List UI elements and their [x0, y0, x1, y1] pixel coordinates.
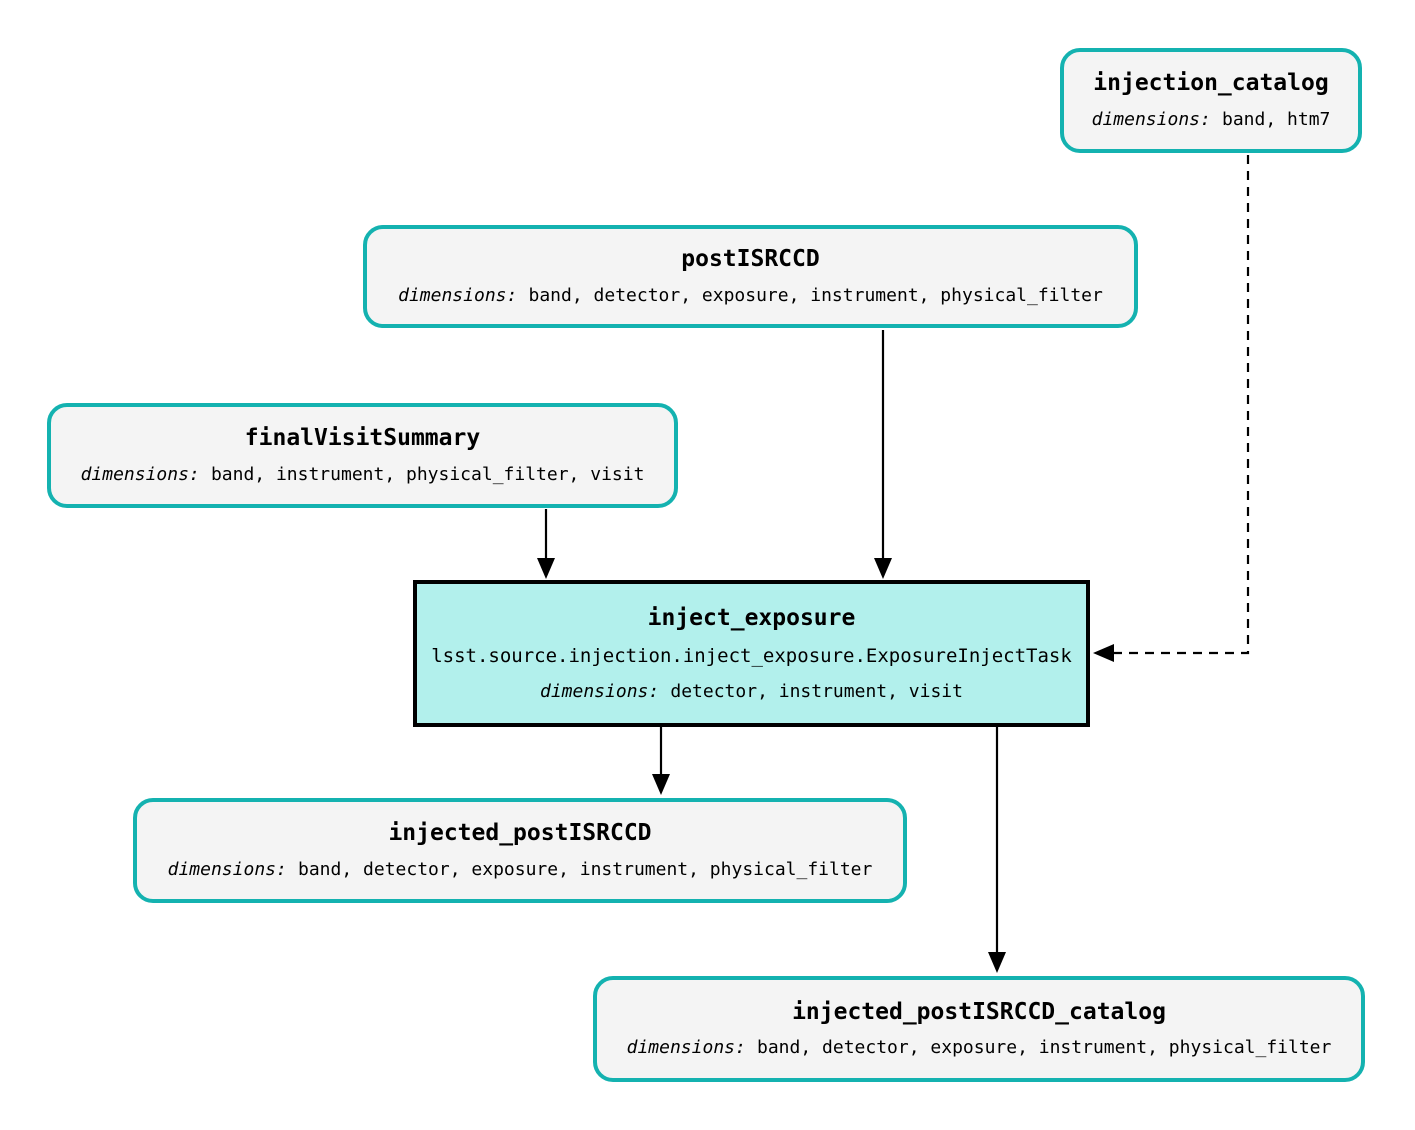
edge-inject-exposure-to-injected-postisrccd-catalog [988, 727, 1006, 973]
node-inject-exposure-task: inject_exposure lsst.source.injection.in… [413, 580, 1090, 727]
node-dimensions: dimensions: band, detector, exposure, ins… [398, 284, 1103, 306]
edge-postisrccd-to-inject-exposure [874, 330, 892, 579]
dimensions-label: dimensions: [80, 463, 200, 485]
node-title: injection_catalog [1093, 70, 1329, 97]
edge-finalvisitsummary-to-inject-exposure [537, 509, 555, 579]
dimensions-label: dimensions: [398, 284, 518, 306]
edge-inject-exposure-to-injected-postisrccd [652, 727, 670, 795]
dimensions-label: dimensions: [540, 680, 660, 702]
node-dimensions: dimensions: band, instrument, physical_fi… [80, 463, 645, 485]
node-title: injected_postISRCCD [388, 820, 652, 847]
node-postisrccd: postISRCCD dimensions: band, detector, ex… [363, 225, 1138, 328]
dimensions-label: dimensions: [626, 1037, 746, 1059]
node-dimensions: dimensions: band, detector, exposure, ins… [627, 1038, 1332, 1058]
node-injected-postisrccd-catalog: injected_postISRCCD_catalog dimensions: b… [593, 976, 1365, 1082]
dimensions-label: dimensions: [1091, 108, 1211, 130]
dimensions-value: band, detector, exposure, instrument, ph… [528, 284, 1103, 306]
node-finalvisitsummary: finalVisitSummary dimensions: band, instr… [47, 403, 678, 508]
node-injection-catalog: injection_catalog dimensions: band, htm7 [1060, 48, 1362, 153]
node-title: finalVisitSummary [244, 425, 481, 452]
dimensions-value: band, htm7 [1222, 108, 1331, 130]
edge-injection-catalog-to-inject-exposure [1093, 155, 1250, 662]
node-dimensions: dimensions: band, htm7 [1091, 108, 1331, 130]
node-injected-postisrccd: injected_postISRCCD dimensions: band, det… [133, 798, 907, 903]
dimensions-value: band, detector, exposure, instrument, ph… [757, 1037, 1332, 1059]
dimensions-label: dimensions: [167, 858, 287, 880]
node-title: injected_postISRCCD_catalog [792, 998, 1166, 1025]
dimensions-value: band, detector, exposure, instrument, ph… [298, 858, 873, 880]
node-title: postISRCCD [681, 246, 820, 273]
node-dimensions: dimensions: band, detector, exposure, ins… [167, 858, 873, 880]
task-class-path: lsst.source.injection.inject_exposure.Ex… [431, 644, 1072, 667]
node-dimensions: dimensions: detector, instrument, visit [540, 680, 963, 702]
node-title: inject_exposure [647, 604, 856, 631]
dimensions-value: band, instrument, physical_filter, visit [210, 463, 645, 485]
dimensions-value: detector, instrument, visit [670, 680, 963, 702]
